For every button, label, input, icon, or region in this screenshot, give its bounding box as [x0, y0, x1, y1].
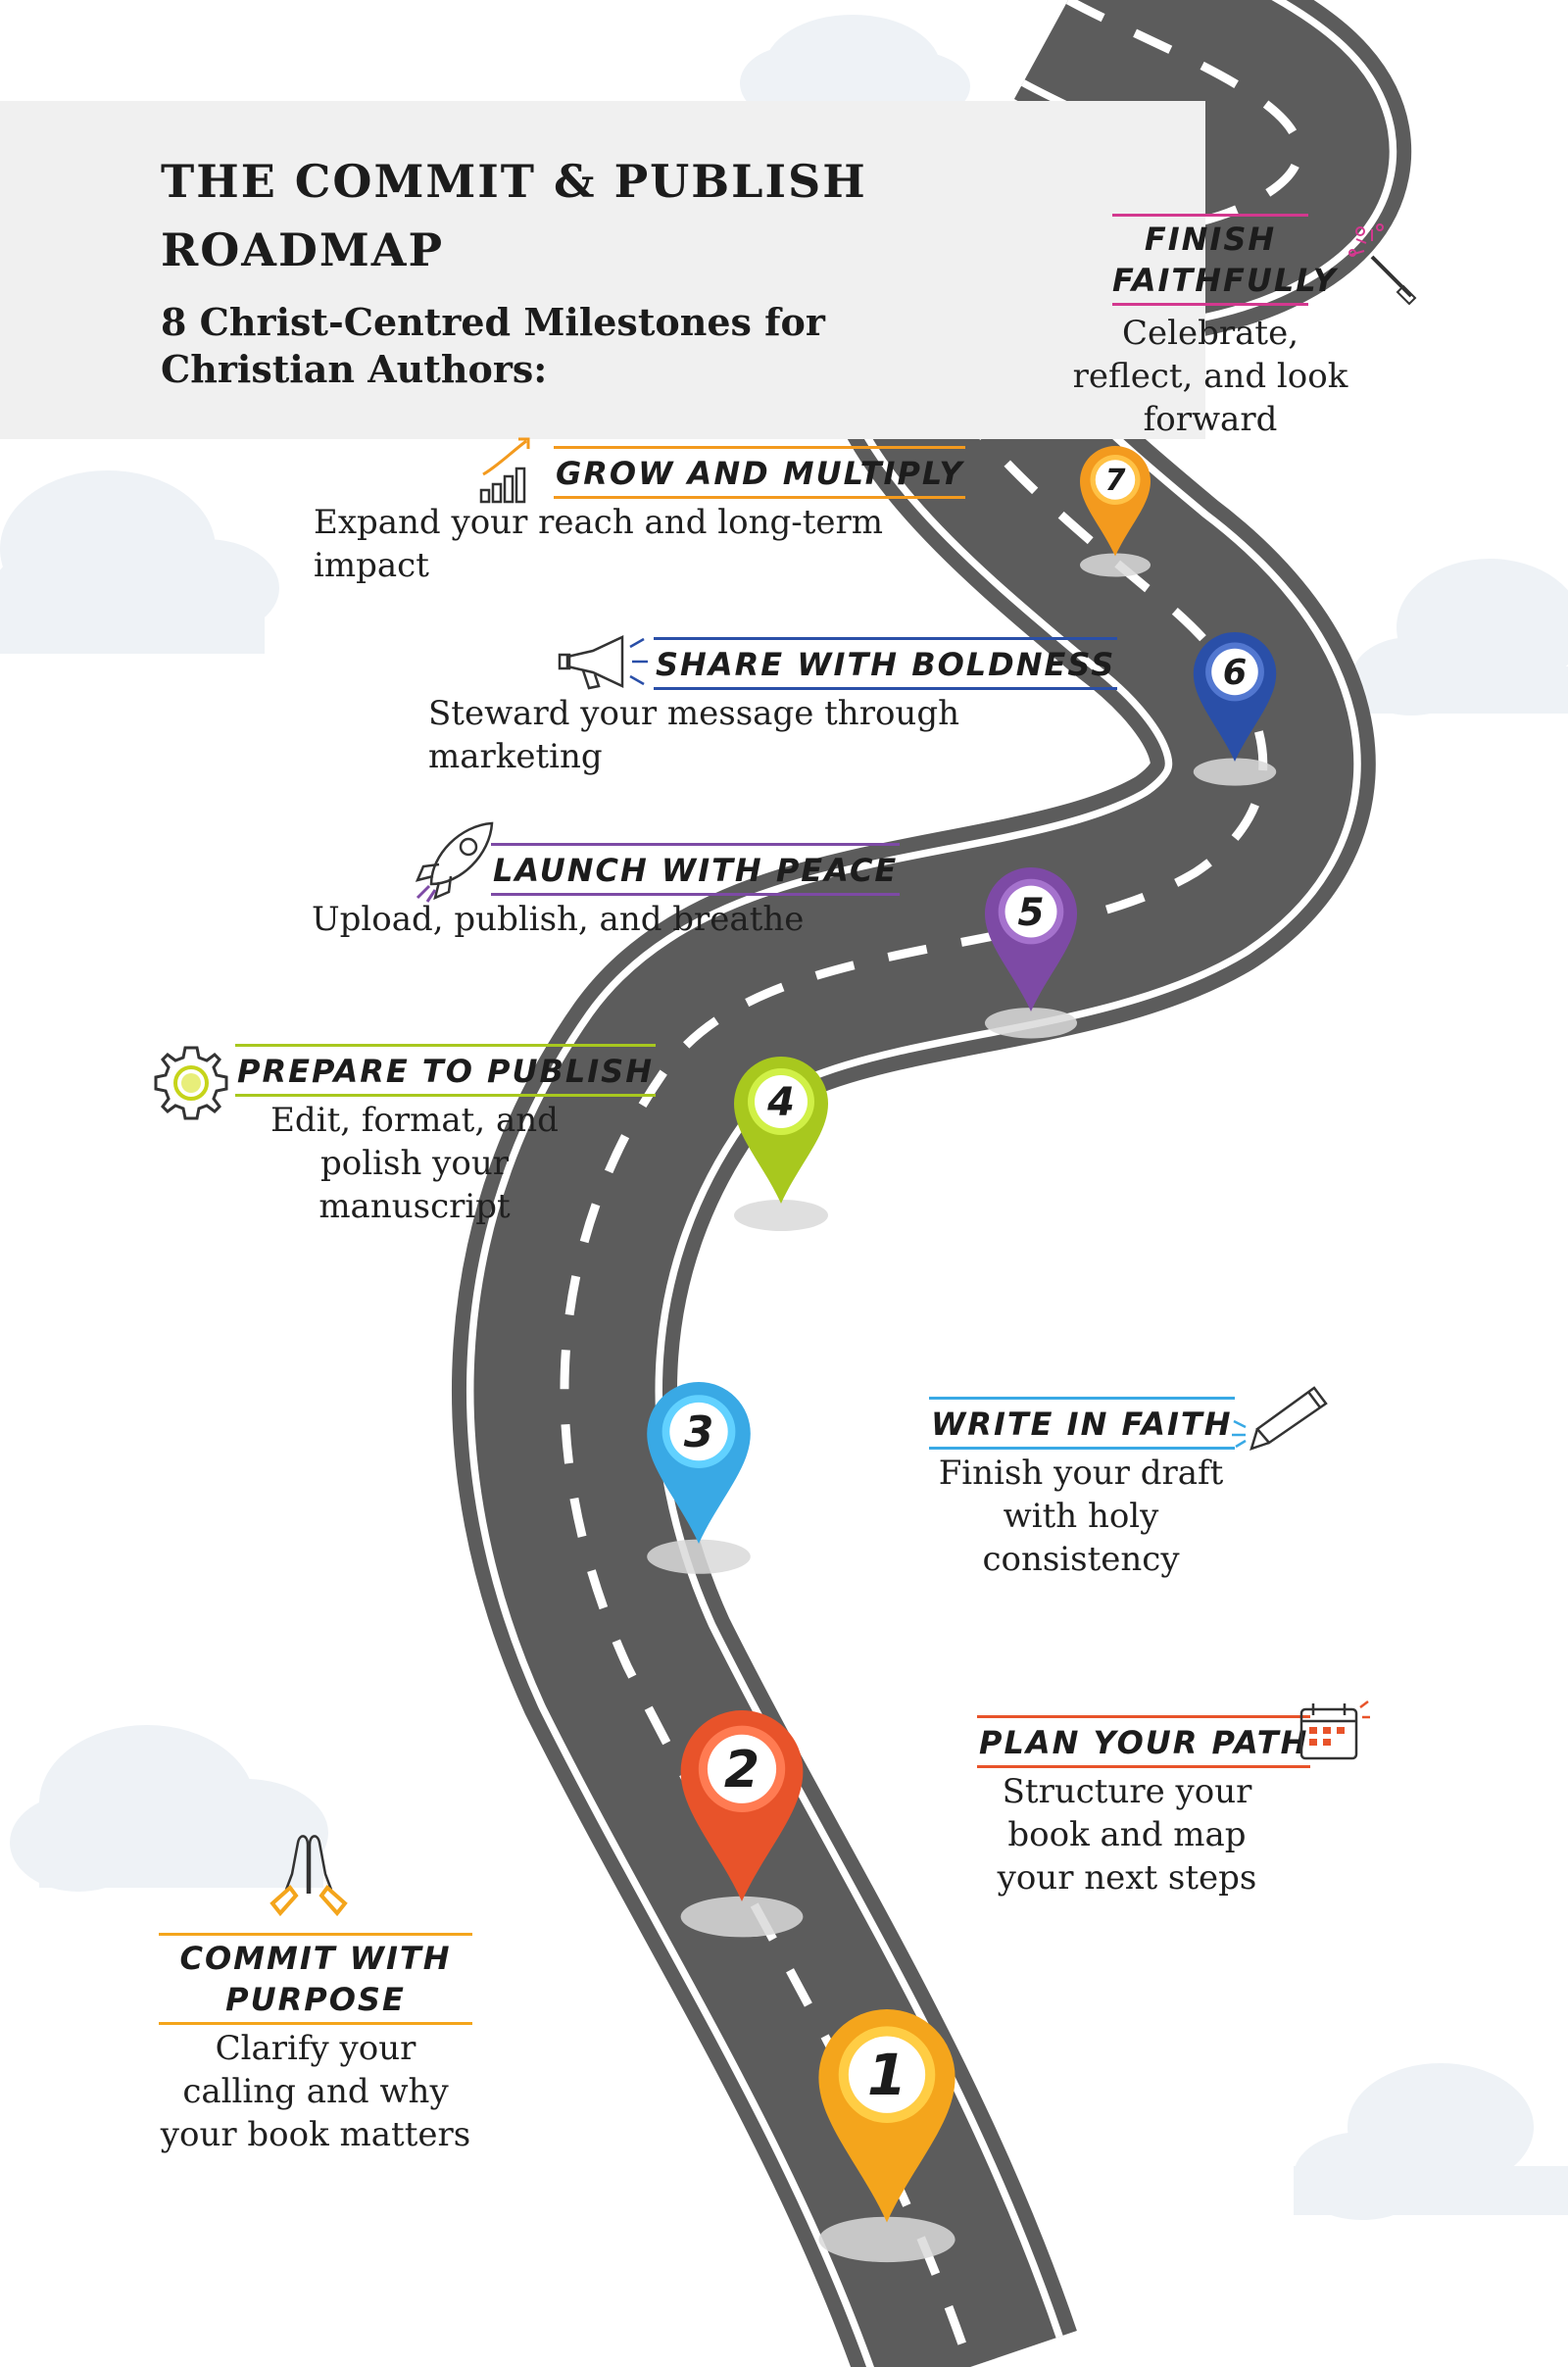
milestone-3-pin-face: [669, 1402, 728, 1461]
milestone-2-pin-shadow: [680, 1896, 804, 1938]
megaphone-icon: [558, 635, 648, 690]
milestone-6-pin-number: 6: [1223, 653, 1247, 693]
milestone-5-pin-face: [1004, 885, 1057, 938]
milestone-6-description: Steward your message through marketing: [428, 694, 959, 776]
header-band: [0, 101, 1205, 439]
milestone-7-pin-shadow: [1080, 553, 1151, 577]
milestone-4-pin-shadow: [734, 1200, 828, 1231]
milestone-4-description: Edit, format, and polish your manuscript: [270, 1101, 559, 1226]
milestone-6-pin: 6: [1193, 632, 1277, 786]
milestone-pins: 12345678: [647, 228, 1277, 2263]
milestone-7-description: Expand your reach and long-term impact: [314, 503, 884, 585]
milestone-6-text: SHARE WITH BOLDNESS Steward your message…: [428, 637, 1118, 778]
milestone-5-description: Upload, publish, and breathe: [312, 900, 805, 939]
growth-chart-icon: [479, 437, 530, 504]
milestone-1-pin: 1: [818, 2009, 956, 2263]
milestone-2-pin-face: [707, 1734, 777, 1803]
milestone-7-text: GROW AND MULTIPLY Expand your reach and …: [314, 446, 980, 587]
milestone-8-text: FINISH FAITHFULLY Celebrate, reflect, an…: [1058, 214, 1362, 441]
background-clouds: [0, 15, 1568, 2220]
milestone-3-pin: 3: [647, 1382, 751, 1574]
milestone-3-pin-number: 3: [684, 1407, 714, 1457]
page-title: THE COMMIT & PUBLISH ROADMAP: [161, 155, 867, 276]
milestone-8-description: Celebrate, reflect, and look forward: [1072, 314, 1348, 439]
milestone-7-title: GROW AND MULTIPLY: [554, 446, 966, 499]
milestone-7-pin-number: 7: [1105, 464, 1126, 498]
calendar-icon: [1299, 1701, 1370, 1760]
milestone-3-pin-shadow: [647, 1539, 751, 1574]
road-center-dashes: [560, 0, 1303, 2367]
milestone-8-title: FINISH FAITHFULLY: [1112, 214, 1336, 306]
milestone-2-pin: 2: [680, 1710, 804, 1938]
milestone-2-description: Structure your book and map your next st…: [997, 1772, 1257, 1898]
milestone-5-pin: 5: [984, 867, 1078, 1039]
cloud-right: [1352, 559, 1568, 715]
gear-icon: [154, 1046, 228, 1120]
milestone-6-pin-shadow: [1193, 758, 1277, 786]
cloud-bottom-right: [1294, 2063, 1568, 2220]
milestone-2-pin-number: 2: [724, 1741, 760, 1800]
milestone-1-pin-number: 1: [867, 2042, 906, 2108]
milestone-1-title: COMMIT WITH PURPOSE: [159, 1933, 472, 2025]
milestone-6-pin-face: [1211, 648, 1258, 696]
page-subtitle: 8 Christ-Centred Milestones for Christia…: [161, 300, 825, 391]
cloud-bottom-left: [10, 1725, 328, 1892]
milestone-2-title: PLAN YOUR PATH: [977, 1715, 1311, 1768]
milestone-1-pin-face: [848, 2036, 926, 2113]
pencil-icon: [1232, 1386, 1328, 1451]
milestone-4-pin-number: 4: [766, 1080, 795, 1125]
milestone-5-pin-number: 5: [1017, 891, 1044, 935]
milestone-4-pin-face: [755, 1075, 808, 1128]
milestone-1-pin-shadow: [818, 2216, 956, 2263]
milestone-3-title: WRITE IN FAITH: [929, 1397, 1235, 1450]
milestone-1-description: Clarify your calling and why your book m…: [160, 2029, 471, 2154]
milestone-6-title: SHARE WITH BOLDNESS: [654, 637, 1118, 690]
milestone-7-pin-face: [1095, 460, 1136, 500]
milestone-3-text: WRITE IN FAITH Finish your draft with ho…: [900, 1397, 1262, 1581]
cloud-left: [0, 470, 279, 654]
milestone-1-text: COMMIT WITH PURPOSE Clarify your calling…: [159, 1933, 472, 2156]
milestone-2-text: PLAN YOUR PATH Structure your book and m…: [965, 1715, 1348, 1899]
milestone-5-title: LAUNCH WITH PEACE: [491, 843, 901, 896]
milestone-5-pin-shadow: [984, 1008, 1078, 1039]
milestone-4-title: PREPARE TO PUBLISH: [235, 1044, 656, 1097]
milestone-4-text: PREPARE TO PUBLISH Edit, format, and pol…: [235, 1044, 656, 1228]
party-popper-icon: [1348, 223, 1417, 306]
milestone-7-pin: 7: [1080, 446, 1151, 577]
milestone-5-text: LAUNCH WITH PEACE Upload, publish, and b…: [312, 843, 919, 941]
rocket-icon: [415, 821, 494, 903]
milestone-4-pin: 4: [734, 1057, 828, 1231]
praying-hands-icon: [270, 1835, 348, 1917]
milestone-3-description: Finish your draft with holy consistency: [938, 1454, 1224, 1579]
